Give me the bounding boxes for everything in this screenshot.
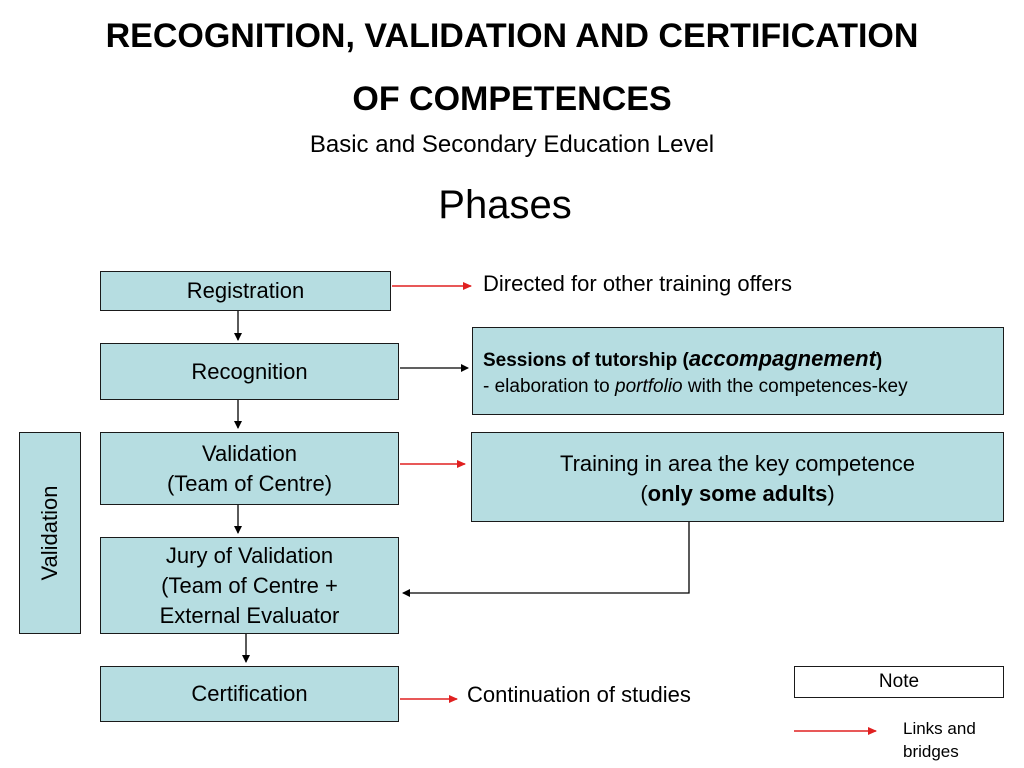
note-label: Note: [878, 671, 920, 692]
note-box: Note: [794, 666, 1004, 698]
certification-box: Certification: [100, 666, 399, 722]
certification-label: Certification: [191, 681, 308, 706]
validation-label-line-1: Validation: [202, 440, 297, 466]
legend-text: Links and bridges: [903, 719, 976, 761]
phases-heading: Phases: [438, 183, 572, 227]
title-line-2: OF COMPETENCES: [352, 80, 672, 118]
registration-label: Registration: [186, 278, 305, 303]
tutorship-line-2: - elaboration to portfolio with the comp…: [483, 376, 1003, 398]
tutorship-line-1: Sessions of tutorship (accompagnement): [483, 344, 1003, 376]
title-line-1: RECOGNITION, VALIDATION AND CERTIFICATIO…: [105, 17, 919, 55]
validation-side-label: Validation: [37, 485, 62, 581]
training-emphasis: only some adults: [647, 481, 828, 506]
training-close-paren: ): [827, 481, 835, 506]
jury-box: Jury of Validation (Team of Centre + Ext…: [100, 537, 399, 634]
tutorship-line-2-text: - elaboration to: [483, 376, 616, 397]
jury-label-line-1: Jury of Validation: [165, 542, 334, 568]
tutorship-title-italic: accompagnement: [688, 346, 876, 371]
training-line-2: (only some adults): [640, 479, 834, 509]
training-open-paren: (: [640, 481, 648, 506]
recognition-box: Recognition: [100, 343, 399, 400]
training-box: Training in area the key competence (onl…: [471, 432, 1004, 522]
jury-label-line-2: (Team of Centre +: [161, 572, 338, 598]
validation-box: Validation (Team of Centre): [100, 432, 399, 505]
tutorship-title-close: ): [875, 350, 883, 371]
subtitle: Basic and Secondary Education Level: [309, 131, 715, 158]
registration-box: Registration: [100, 271, 391, 311]
tutorship-title: Sessions of tutorship (: [483, 350, 689, 371]
tutorship-box: Sessions of tutorship (accompagnement) -…: [472, 327, 1004, 415]
portfolio-text: portfolio: [615, 376, 683, 397]
validation-side-box: Validation: [19, 432, 81, 634]
continuation-text: Continuation of studies: [467, 682, 691, 707]
jury-label-line-3: External Evaluator: [159, 602, 340, 628]
tutorship-line-2-rest: with the competences-key: [682, 376, 908, 397]
validation-label-line-2: (Team of Centre): [166, 470, 333, 496]
directed-text: Directed for other training offers: [483, 271, 792, 296]
training-line-1: Training in area the key competence: [559, 451, 916, 476]
flow-arrow-training-jury: [402, 522, 690, 597]
recognition-label: Recognition: [191, 358, 308, 384]
